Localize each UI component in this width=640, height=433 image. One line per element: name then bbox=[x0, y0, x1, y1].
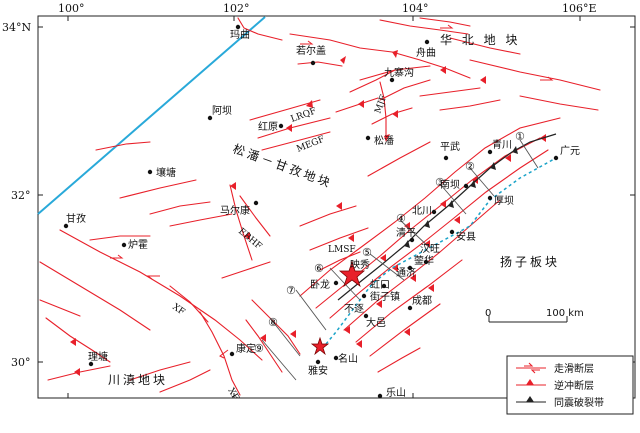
epicenter-star-icon bbox=[338, 260, 366, 288]
profile-numbers: ① ② ③ ④ ⑤ ⑥ ⑦ ⑧ ⑨ bbox=[254, 130, 525, 355]
city-yaan: 雅安 bbox=[308, 364, 328, 377]
city-beichuan: 北川 bbox=[412, 205, 432, 217]
profile-9: ⑨ bbox=[254, 342, 264, 355]
fault-lines bbox=[39, 17, 601, 396]
city-jiezizhen: 街子镇 bbox=[370, 290, 400, 303]
scale-start: 0 bbox=[485, 308, 491, 319]
tick-y-34: 34°N bbox=[2, 21, 31, 34]
tick-x-106: 106°E bbox=[562, 2, 597, 15]
city-dots bbox=[63, 24, 559, 399]
region-yangzi: 扬子板块 bbox=[500, 254, 560, 269]
city-rangtang: 壤塘 bbox=[156, 166, 176, 179]
tick-x-100: 100° bbox=[58, 2, 85, 15]
legend-thrust-symbol bbox=[516, 379, 546, 386]
city-houba: 厚坝 bbox=[494, 195, 514, 207]
legend-thrust-label: 逆冲断层 bbox=[554, 379, 594, 392]
profile-5: ⑤ bbox=[362, 246, 372, 259]
thrust-teeth bbox=[70, 50, 546, 376]
coseismic-rupture bbox=[325, 133, 557, 345]
city-aba: 阿坝 bbox=[212, 105, 232, 117]
tick-y-32: 32° bbox=[11, 189, 31, 202]
legend-strike-slip-symbol bbox=[516, 362, 546, 374]
city-songpan: 松潘 bbox=[374, 134, 394, 147]
city-leshan: 乐山 bbox=[386, 387, 406, 399]
city-hongkou: 虹口 bbox=[370, 279, 390, 291]
scale-bar bbox=[488, 316, 568, 323]
city-guangyuan: 广元 bbox=[560, 145, 580, 157]
tick-x-102: 102° bbox=[223, 2, 250, 15]
city-nanba: 南坝 bbox=[440, 178, 460, 191]
city-hongyuan: 红原 bbox=[258, 120, 278, 133]
strike-slip-arrows bbox=[110, 24, 554, 359]
city-tongji: 通济 bbox=[396, 266, 416, 279]
city-qingping: 清平 bbox=[396, 226, 416, 239]
city-maerkang: 马尔康 bbox=[220, 204, 250, 217]
tick-x-104: 104° bbox=[402, 2, 429, 15]
city-labels: 玛曲 若尔盖 九寨沟 舟曲 阿坝 红原 松潘 平武 青川 广元 壤塘 南坝 马尔… bbox=[66, 29, 580, 399]
city-wolong: 卧龙 bbox=[310, 278, 330, 291]
scale-end: 100 km bbox=[546, 308, 584, 319]
legend-rupture-label: 同震破裂带 bbox=[554, 396, 604, 409]
city-kangding: 康定 bbox=[236, 342, 256, 355]
city-luhuo: 炉霍 bbox=[128, 239, 148, 251]
city-ganzi: 甘孜 bbox=[66, 212, 86, 225]
profile-6: ⑥ bbox=[314, 262, 324, 275]
city-litang: 理塘 bbox=[88, 350, 108, 363]
region-chuandian: 川滇地块 bbox=[108, 373, 168, 387]
profile-2: ② bbox=[465, 160, 475, 173]
city-yinghua: 蓥华 bbox=[414, 254, 434, 267]
city-ruoergai: 若尔盖 bbox=[296, 44, 326, 57]
city-zhouqu: 舟曲 bbox=[416, 46, 436, 59]
block-boundary-line bbox=[37, 16, 266, 215]
city-qingchuan: 青川 bbox=[492, 138, 512, 151]
region-huabei: 华 北 地 块 bbox=[440, 33, 520, 47]
city-maqu: 玛曲 bbox=[230, 29, 250, 41]
profile-3: ③ bbox=[435, 176, 445, 189]
city-yingxiu: 映秀 bbox=[350, 259, 370, 271]
map-frame bbox=[37, 15, 636, 399]
profile-8: ⑧ bbox=[268, 316, 278, 329]
tick-y-30: 30° bbox=[11, 356, 31, 369]
epicenter-star-small-icon bbox=[310, 336, 330, 356]
city-chengdu: 成都 bbox=[412, 295, 432, 307]
fault-label-lmsf: LMSF bbox=[328, 245, 356, 255]
profile-1: ① bbox=[515, 130, 525, 143]
city-anxian: 安县 bbox=[456, 230, 476, 243]
legend-strike-slip-label: 走滑断层 bbox=[554, 362, 594, 375]
city-mingshan: 名山 bbox=[338, 352, 358, 365]
profile-4: ④ bbox=[396, 212, 406, 225]
city-hanwang: 汉旺 bbox=[420, 243, 440, 255]
city-buxi: 不逐 bbox=[344, 303, 364, 315]
profile-7: ⑦ bbox=[286, 284, 296, 297]
city-dayi: 大邑 bbox=[366, 316, 386, 329]
city-pingwu: 平武 bbox=[440, 140, 460, 153]
legend-rupture-symbol bbox=[516, 396, 546, 403]
city-jiuzhaigou: 九寨沟 bbox=[384, 66, 414, 79]
